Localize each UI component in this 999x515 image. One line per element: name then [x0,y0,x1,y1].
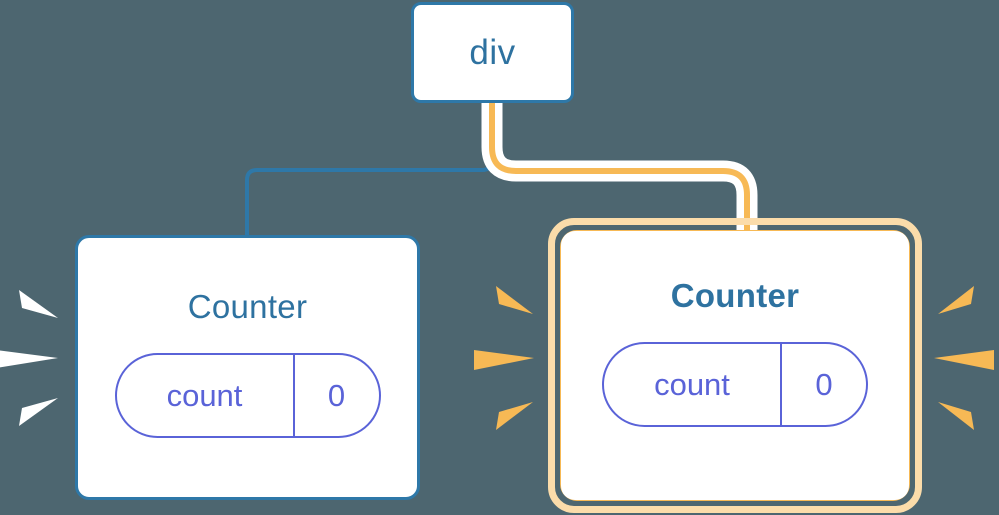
sparkle-ray-icon [19,398,58,426]
sparkle-ray-icon [19,290,58,318]
node-div-label: div [469,33,516,72]
state-value-right: 0 [815,367,833,402]
sparkle-ray-icon [938,286,974,314]
sparkle-ray-icon [496,402,533,430]
sparkle-ray-icon [496,286,533,314]
node-counter-right[interactable]: Counter count 0 [561,231,909,500]
node-counter-left-title: Counter [187,288,308,325]
state-value-left: 0 [327,378,346,413]
sparkle-ray-icon [0,350,58,368]
node-counter-left[interactable]: Counter count 0 [75,235,420,500]
state-key-left: count [117,355,295,436]
sparkle-ray-icon [474,350,534,370]
edge-div-to-counter-left [245,103,494,236]
node-div[interactable]: div [411,2,574,103]
node-counter-right-title: Counter [670,277,800,314]
state-pill-right: count 0 [602,342,868,427]
state-pill-left: count 0 [114,353,381,438]
sparkle-ray-icon [934,350,994,370]
edge-div-to-counter-right [489,103,750,231]
sparkle-ray-icon [938,402,974,430]
edge-div-to-counter-right-halo [481,103,758,231]
state-key-right: count [604,344,782,425]
